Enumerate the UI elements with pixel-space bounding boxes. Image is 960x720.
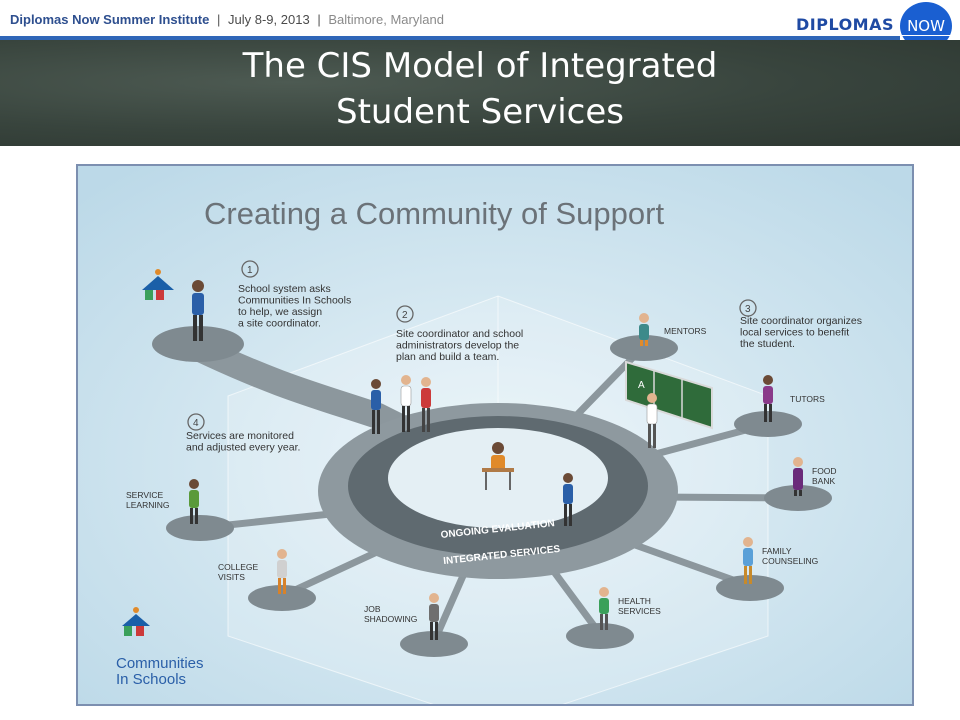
logo-word: DIPLOMAS — [795, 15, 894, 34]
logo-circle-text: NOW — [900, 17, 952, 36]
event-location: Baltimore, Maryland — [328, 12, 444, 27]
service-label-tutors: TUTORS — [790, 394, 825, 404]
platforms — [152, 326, 832, 657]
platform-food-bank — [764, 485, 832, 511]
slide-title-line2: Student Services — [335, 92, 625, 132]
person-job-shadowing — [429, 593, 439, 640]
separator-1: | — [217, 12, 221, 27]
step-1-number: 1 — [247, 265, 253, 276]
person-team-3 — [421, 377, 431, 432]
communities-in-schools-logo: Communities In Schools — [116, 607, 204, 688]
person-food-bank — [793, 457, 803, 496]
diagram-svg: A — [78, 166, 912, 704]
people — [189, 280, 803, 640]
person-student — [482, 442, 514, 490]
chalkboard: A — [625, 360, 713, 430]
house-icon — [142, 269, 174, 300]
step-4-number: 4 — [193, 418, 199, 429]
platform-health-services — [566, 623, 634, 649]
person-teacher — [646, 393, 658, 448]
step-3-number: 3 — [745, 304, 751, 315]
separator-2: | — [317, 12, 321, 27]
person-health — [599, 587, 609, 630]
platform-step1 — [152, 326, 244, 362]
title-banner: The CIS Model of Integrated Student Serv… — [0, 40, 960, 146]
org-logo-line2: In Schools — [116, 671, 186, 688]
header-rule — [0, 36, 900, 40]
svg-text:A: A — [638, 380, 645, 391]
event-date: July 8-9, 2013 — [228, 12, 310, 27]
diagram-heading: Creating a Community of Support — [204, 196, 664, 231]
person-team-2 — [400, 375, 412, 432]
person-team-1 — [371, 379, 381, 434]
top-header-bar: Diplomas Now Summer Institute | July 8-9… — [0, 0, 960, 50]
platform-college-visits — [248, 585, 316, 611]
person-tutor — [763, 375, 773, 422]
platform-job-shadowing — [400, 631, 468, 657]
person-coordinator — [192, 280, 204, 341]
service-label-mentors: MENTORS — [664, 326, 707, 336]
slide-title-line1: The CIS Model of Integrated — [242, 46, 718, 86]
platform-service-learning — [166, 515, 234, 541]
entry-path — [185, 335, 421, 444]
event-name: Diplomas Now Summer Institute — [10, 12, 210, 27]
inner-platform — [388, 428, 608, 528]
step-2-number: 2 — [402, 310, 408, 321]
person-service-learning — [189, 479, 199, 524]
person-ring-coordinator — [563, 473, 573, 526]
person-mentor — [639, 313, 649, 346]
community-support-diagram: A — [76, 164, 914, 706]
person-college-visits — [277, 549, 287, 594]
platform-tutors — [734, 411, 802, 437]
org-logo-line1: Communities — [116, 655, 204, 672]
platform-mentors — [610, 335, 678, 361]
person-family-counseling — [743, 537, 753, 584]
event-info: Diplomas Now Summer Institute | July 8-9… — [10, 12, 444, 27]
platform-family-counseling — [716, 575, 784, 601]
